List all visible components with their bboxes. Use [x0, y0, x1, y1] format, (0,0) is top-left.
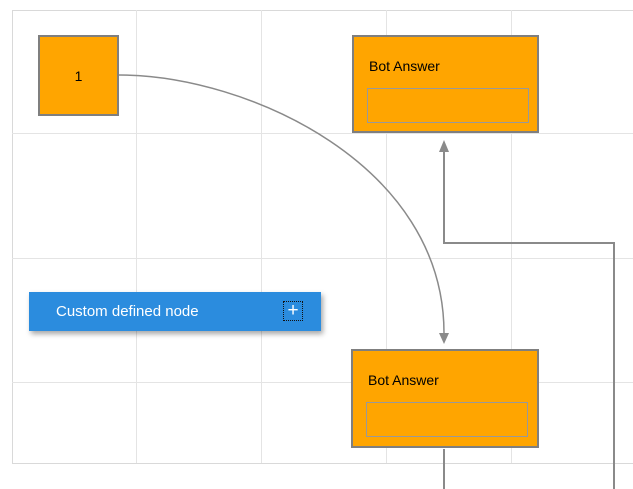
node-bot-answer-bottom-title: Bot Answer	[368, 372, 439, 388]
arrowhead-down-icon	[439, 333, 449, 344]
node-start[interactable]: 1	[38, 35, 119, 116]
plus-icon: +	[287, 299, 299, 321]
node-custom-defined-label: Custom defined node	[56, 303, 199, 320]
link-orthogonal[interactable]	[439, 140, 615, 489]
node-bot-answer-top-input[interactable]	[367, 88, 529, 123]
node-start-label: 1	[74, 67, 83, 84]
node-bot-answer-top-title: Bot Answer	[369, 58, 440, 74]
link-curved[interactable]	[118, 74, 449, 344]
arrowhead-up-icon	[439, 140, 449, 152]
add-port[interactable]: +	[283, 301, 303, 321]
grid-border-lines	[12, 10, 633, 464]
node-custom-defined[interactable]: Custom defined node +	[29, 292, 321, 331]
node-bot-answer-bottom[interactable]: Bot Answer	[351, 349, 539, 448]
node-bot-answer-top[interactable]: Bot Answer	[352, 35, 539, 133]
node-bot-answer-bottom-input[interactable]	[366, 402, 528, 437]
